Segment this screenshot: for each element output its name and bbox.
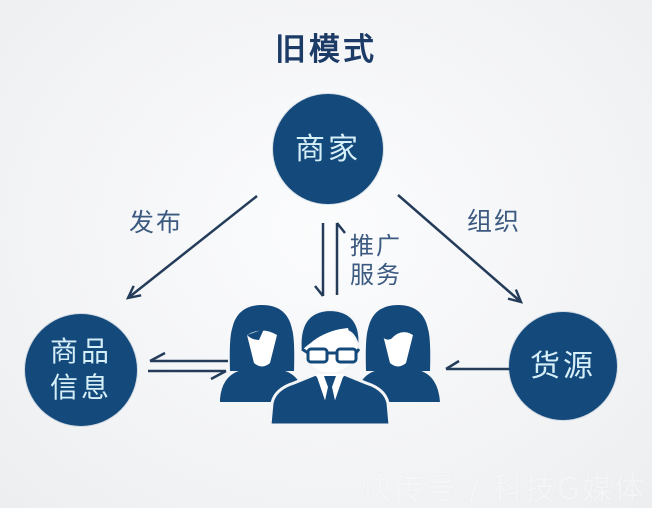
node-supply: 货源 xyxy=(509,312,617,420)
promote-label-line2: 服务 xyxy=(350,261,402,289)
node-supply-label: 货源 xyxy=(530,348,596,384)
organize-label: 组织 xyxy=(466,207,521,236)
diagram-title: 旧模式 xyxy=(275,32,377,68)
promote-service-arrows xyxy=(314,222,346,297)
organize-arrow xyxy=(397,194,524,304)
woman-left-icon xyxy=(220,305,304,402)
man-hair xyxy=(299,308,361,356)
man-tie xyxy=(324,376,336,417)
promote-service-label: 推广 服务 xyxy=(350,232,402,290)
node-product-info-line2: 信息 xyxy=(49,371,112,404)
business-team-icon xyxy=(220,305,440,425)
product-exchange-arrows xyxy=(148,351,228,381)
node-merchant-label: 商家 xyxy=(295,131,361,167)
node-merchant: 商家 xyxy=(273,94,383,204)
glasses-icon xyxy=(301,347,361,364)
watermark: 快传号 / 科技G媒体 xyxy=(361,472,646,507)
node-product-info-line1: 商品 xyxy=(49,334,112,368)
node-product-info: 商品 信息 xyxy=(25,314,137,426)
promote-label-line1: 推广 xyxy=(350,232,402,260)
publish-label: 发布 xyxy=(128,208,183,237)
publish-arrow xyxy=(125,195,258,300)
supply-arrow xyxy=(445,359,512,371)
man-icon xyxy=(268,308,392,425)
